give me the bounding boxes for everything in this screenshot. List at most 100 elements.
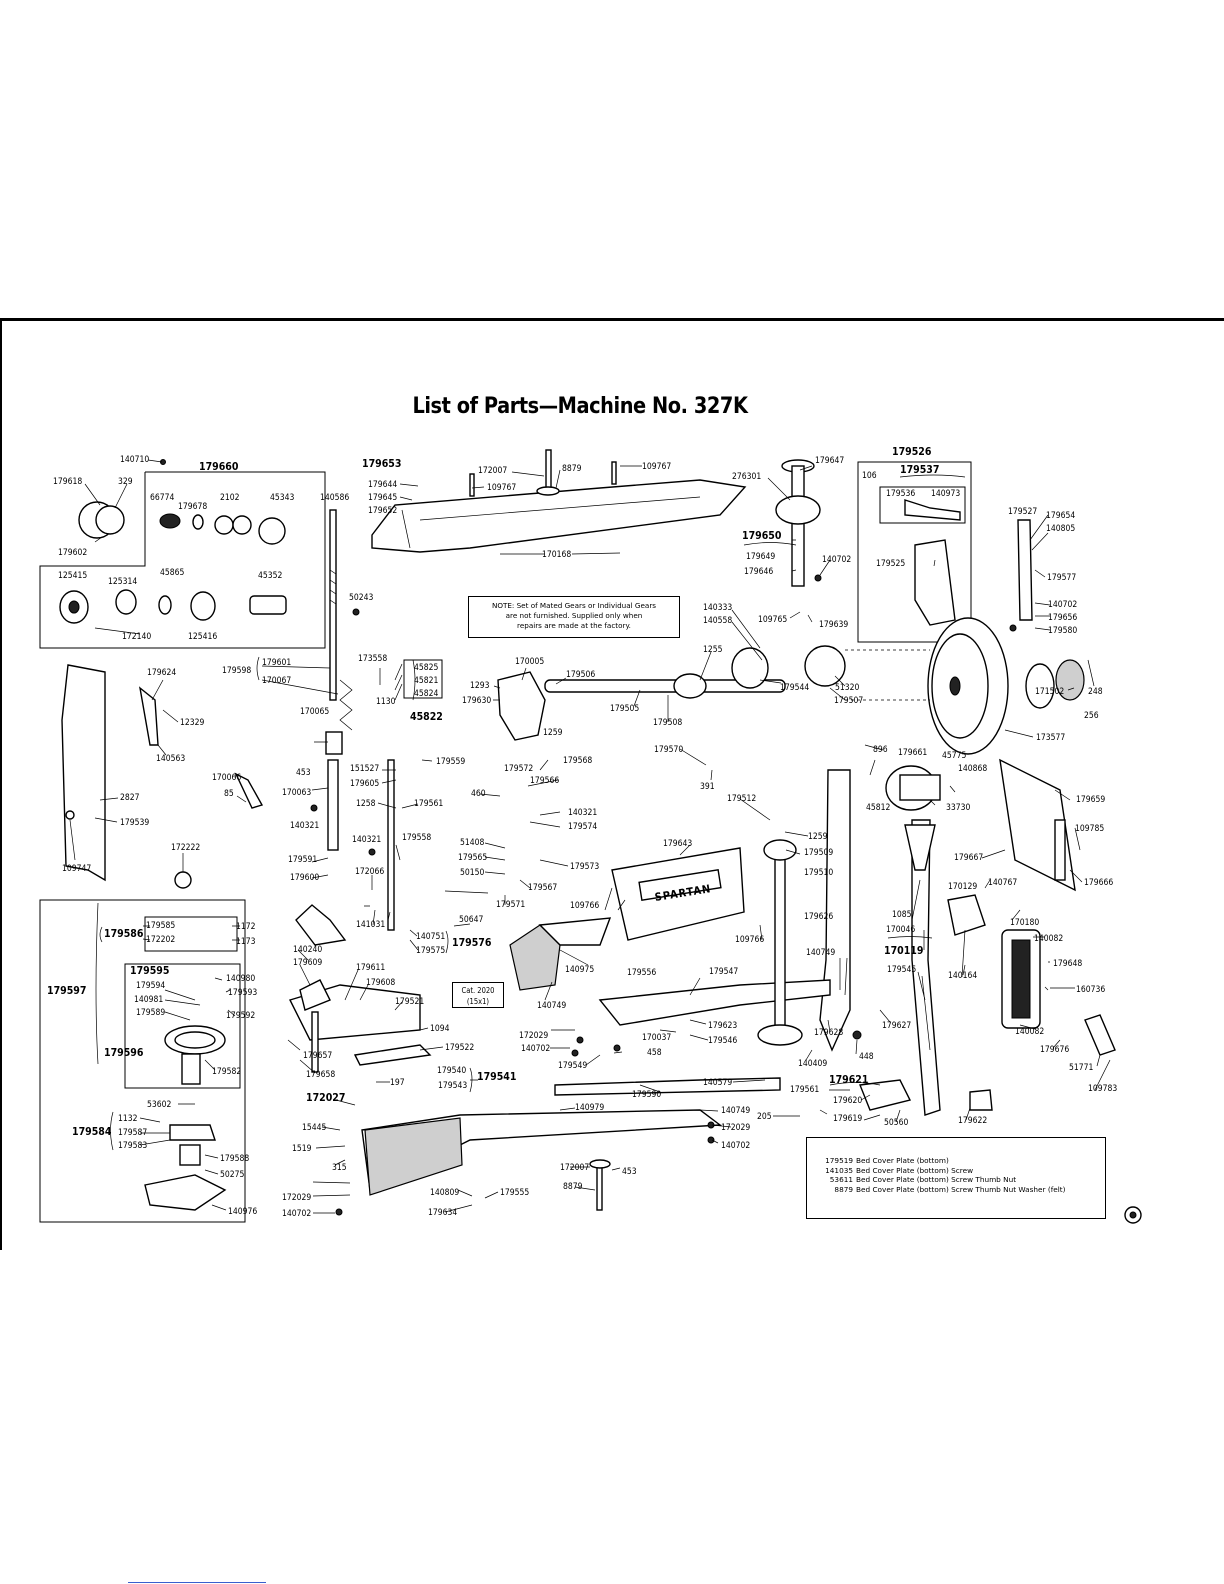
part-label: 179509 xyxy=(804,848,833,858)
part-label: 109766 xyxy=(570,901,599,911)
part-label: 179558 xyxy=(402,833,431,843)
part-label: 179582 xyxy=(212,1067,241,1077)
part-label: 179657 xyxy=(303,1051,332,1061)
part-label: 8879 xyxy=(562,464,582,474)
part-label: 179559 xyxy=(436,757,465,767)
part-label: 179602 xyxy=(58,548,87,558)
part-label: 172029 xyxy=(519,1031,548,1041)
part-label: 179586 xyxy=(104,928,144,940)
needle-bar xyxy=(329,509,337,701)
part-label: 179648 xyxy=(1053,959,1082,969)
catalog-line: (15x1) xyxy=(466,997,490,1006)
presser-bar xyxy=(387,759,395,931)
part-label: 15445 xyxy=(302,1123,326,1133)
part-label: 172222 xyxy=(171,843,200,853)
part-label: 179660 xyxy=(199,461,239,473)
part-label: 179573 xyxy=(570,862,599,872)
part-label: 179605 xyxy=(350,779,379,789)
part-label: 179540 xyxy=(437,1066,466,1076)
part-label: 172140 xyxy=(122,632,151,642)
part-label: 179646 xyxy=(744,567,773,577)
part-label: 140702 xyxy=(721,1141,750,1151)
part-label: 51320 xyxy=(835,683,859,693)
catalog-line: Cat. 2020 xyxy=(461,986,495,995)
part-label: 45775 xyxy=(942,751,966,761)
part-label: 140976 xyxy=(228,1207,257,1217)
part-label: 8879 xyxy=(563,1182,583,1192)
part-label: 179597 xyxy=(47,985,86,997)
part-label: 172066 xyxy=(355,867,384,877)
part-label: 179536 xyxy=(886,489,915,499)
part-label: 179678 xyxy=(178,502,207,512)
note-line: repairs are made at the factory. xyxy=(517,621,631,630)
legend-description: Bed Cover Plate (bottom) xyxy=(856,1156,949,1165)
part-label: 179643 xyxy=(663,839,692,849)
part-label: 53602 xyxy=(147,1100,171,1110)
part-label: 179630 xyxy=(462,696,491,706)
part-label: 179512 xyxy=(727,794,756,804)
part-label: 140321 xyxy=(568,808,597,818)
part-label: 179628 xyxy=(814,1028,843,1038)
part-label: 109766 xyxy=(735,935,764,945)
part-label: 125314 xyxy=(108,577,137,587)
legend-description: Bed Cover Plate (bottom) Screw xyxy=(856,1165,974,1175)
part-label: 179544 xyxy=(780,683,809,693)
part-label: 140751 xyxy=(416,932,445,942)
part-label: 140702 xyxy=(521,1044,550,1054)
part-label: 179525 xyxy=(876,559,905,569)
part-number-labels: 140710 179660 179618 329 66774 179678 21… xyxy=(47,446,1117,1219)
arm-shaft xyxy=(544,679,786,693)
part-label: 50243 xyxy=(349,593,373,603)
part-label: 179591 xyxy=(288,855,317,865)
part-label: 50150 xyxy=(460,868,484,878)
part-label: 125415 xyxy=(58,571,87,581)
part-label: 1255 xyxy=(703,645,723,655)
note-line: NOTE: Set of Mated Gears or Individual G… xyxy=(491,601,657,610)
part-label: 179585 xyxy=(146,921,175,931)
part-label: 256 xyxy=(1084,711,1099,721)
footer-link-underline[interactable] xyxy=(128,1582,266,1583)
part-label: 140868 xyxy=(958,764,987,774)
part-label: 179656 xyxy=(1048,613,1077,623)
part-label: 140981 xyxy=(134,995,163,1005)
part-label: 179561 xyxy=(790,1085,819,1095)
part-label: 179590 xyxy=(632,1090,661,1100)
part-label: 151527 xyxy=(350,764,379,774)
part-label: 140164 xyxy=(948,971,977,981)
part-label: 179571 xyxy=(496,900,525,910)
part-label: 170065 xyxy=(300,707,329,717)
part-label: 179594 xyxy=(136,981,165,991)
part-label: 140710 xyxy=(120,455,149,465)
part-label: 140321 xyxy=(352,835,381,845)
part-label: 51408 xyxy=(460,838,484,848)
part-label: 170129 xyxy=(948,882,977,892)
part-label: 179650 xyxy=(742,530,782,542)
part-label: 140563 xyxy=(156,754,185,764)
part-label: 1293 xyxy=(470,681,490,691)
part-label: 1259 xyxy=(808,832,828,842)
part-label: 179649 xyxy=(746,552,775,562)
part-label: 179505 xyxy=(610,704,639,714)
part-label: 179652 xyxy=(368,506,397,516)
part-label: 179584 xyxy=(72,1126,112,1138)
part-label: 458 xyxy=(647,1048,662,1058)
group-frames xyxy=(39,461,972,1223)
singer-logo-icon xyxy=(1124,1206,1142,1224)
part-label: 179507 xyxy=(834,696,863,706)
part-label: 179575 xyxy=(416,946,445,956)
part-label: 140702 xyxy=(282,1209,311,1219)
part-label: 140579 xyxy=(703,1078,732,1088)
part-label: 179601 xyxy=(262,658,291,668)
part-label: 179543 xyxy=(438,1081,467,1091)
part-label: 172007 xyxy=(478,466,507,476)
part-label: 109767 xyxy=(642,462,671,472)
part-label: 179566 xyxy=(530,776,559,786)
part-label: 179527 xyxy=(1008,507,1037,517)
part-label: 140702 xyxy=(822,555,851,565)
part-label: 140333 xyxy=(703,603,732,613)
part-label: 140749 xyxy=(806,948,835,958)
part-label: 179546 xyxy=(708,1036,737,1046)
part-label: 179595 xyxy=(130,965,169,977)
part-label: 109747 xyxy=(62,864,91,874)
